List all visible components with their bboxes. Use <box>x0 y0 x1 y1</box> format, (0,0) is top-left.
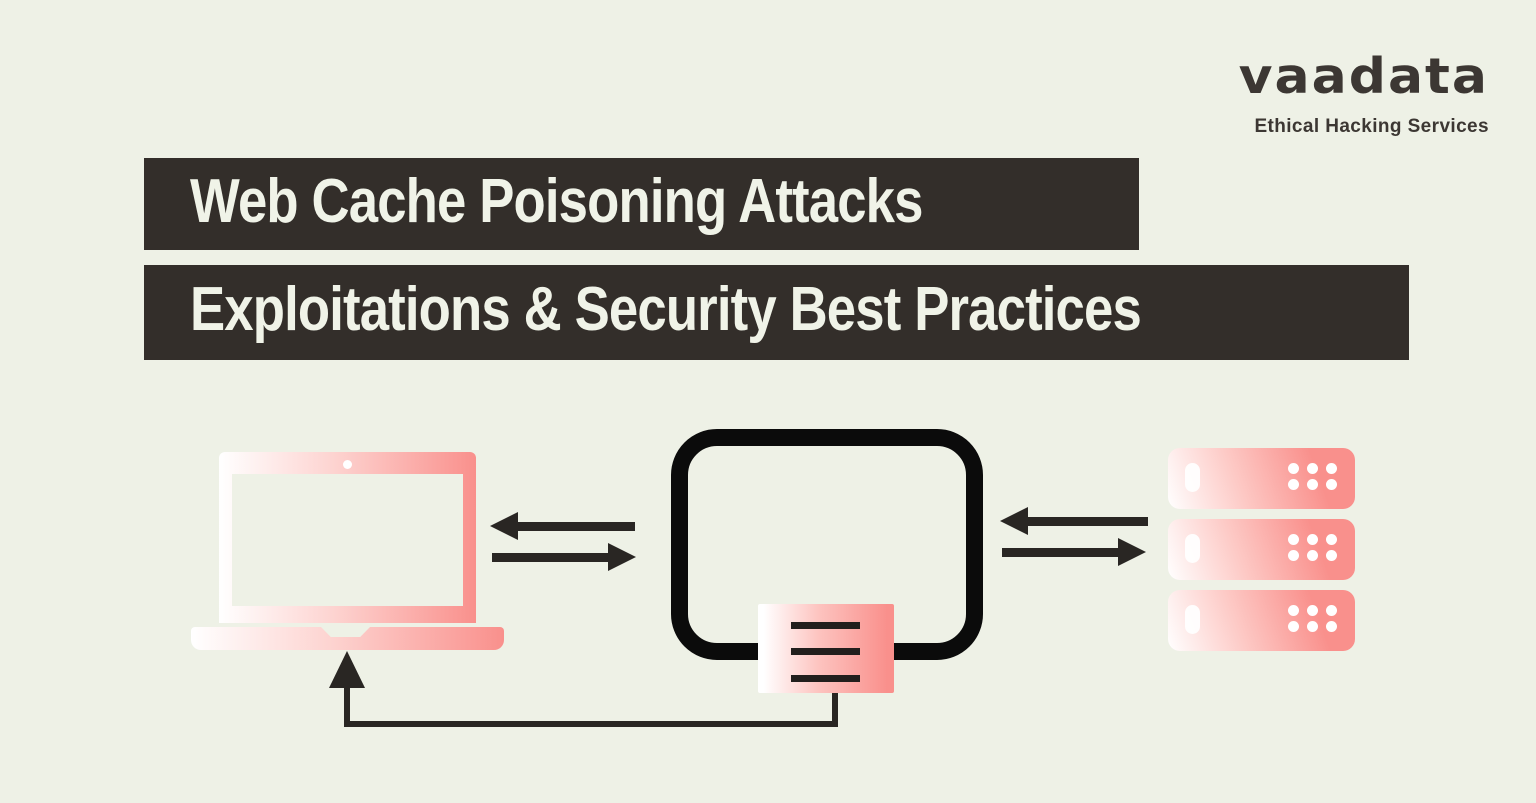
arrow-up-feedback-icon <box>329 651 365 688</box>
feedback-line-vertical-left <box>344 687 350 727</box>
logo-tagline: Ethical Hacking Services <box>1254 116 1489 137</box>
laptop-screen <box>232 474 463 606</box>
arrow-left-icon <box>1000 507 1028 535</box>
server-slot <box>1185 605 1200 634</box>
server-stack-icon <box>1168 448 1355 509</box>
title-bar-line2: Exploitations & Security Best Practices <box>144 265 1409 360</box>
server-dots <box>1288 463 1337 490</box>
title-text-line1: Web Cache Poisoning Attacks <box>190 166 923 236</box>
server-slot <box>1185 463 1200 492</box>
arrow-left-icon <box>490 512 518 540</box>
title-text-line2: Exploitations & Security Best Practices <box>190 275 1142 344</box>
document-line <box>791 648 860 655</box>
arrow-right-icon <box>1118 538 1146 566</box>
title-bar-line1: Web Cache Poisoning Attacks <box>144 158 1139 250</box>
laptop-base-notch <box>321 627 370 637</box>
server-dots <box>1288 605 1337 632</box>
arrow-right-shaft <box>492 553 610 562</box>
document-line <box>791 675 860 682</box>
feedback-line-horizontal <box>344 721 838 727</box>
server-stack-icon <box>1168 590 1355 651</box>
laptop-base <box>191 627 504 650</box>
arrow-left-shaft <box>1026 517 1148 526</box>
laptop-webcam-dot <box>343 460 352 469</box>
vaadata-logo-text: vaadata <box>1238 48 1489 106</box>
server-slot <box>1185 534 1200 563</box>
server-stack-icon <box>1168 519 1355 580</box>
arrow-left-shaft <box>516 522 635 531</box>
vaadata-logo: vaadata Ethical Hacking Services <box>1239 50 1489 138</box>
server-dots <box>1288 534 1337 561</box>
feedback-line-vertical-right <box>832 693 838 727</box>
document-line <box>791 622 860 629</box>
arrow-right-icon <box>608 543 636 571</box>
cached-document-icon <box>758 604 894 693</box>
arrow-right-shaft <box>1002 548 1120 557</box>
